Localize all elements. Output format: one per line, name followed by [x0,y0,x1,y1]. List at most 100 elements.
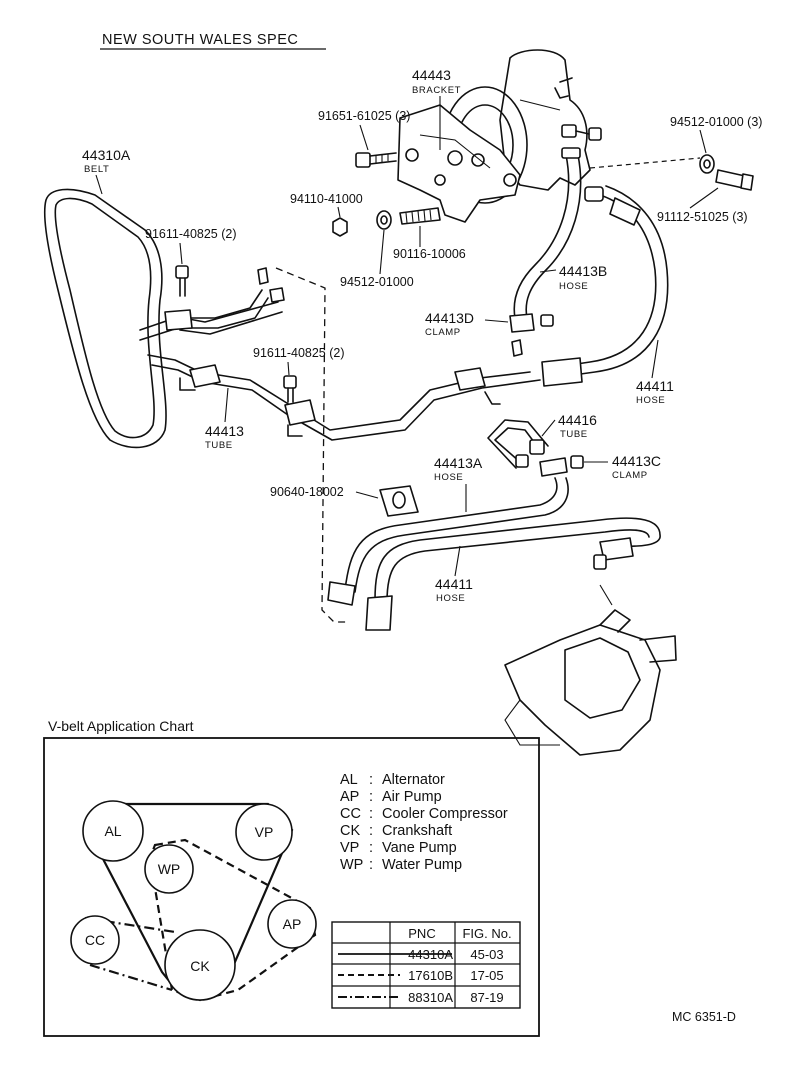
label-91112: 91112-51025 (3) [657,210,748,224]
pulley-cc-label: CC [85,932,105,948]
pulley-al: AL [82,800,144,862]
svg-text:CC: CC [340,806,361,822]
svg-text:Crankshaft: Crankshaft [382,823,452,839]
label-94512a: 94512-01000 (3) [670,115,762,129]
belt-44310A [43,188,167,449]
label-clamp-d: CLAMP [425,327,461,338]
label-hose-b: HOSE [559,281,588,292]
svg-text:Vane Pump: Vane Pump [382,840,457,856]
label-44413D: 44413D [425,310,474,326]
label-44413B: 44413B [559,263,607,279]
label-hose-411b: HOSE [436,593,465,604]
legend-row-vp: VP : Vane Pump [340,840,457,856]
svg-text:WP: WP [340,857,363,873]
page-title: NEW SOUTH WALES SPEC [102,32,298,48]
pulley-al-label: AL [104,823,121,839]
legend-row-ck: CK : Crankshaft [340,823,452,839]
label-91611b: 91611-40825 (2) [253,346,345,360]
vbelt-chart: V-belt Application Chart AL VP WP CC AP [43,718,540,1037]
pulley-ck: CK [164,929,236,1001]
svg-text:AL: AL [340,772,358,788]
svg-text:Alternator: Alternator [382,772,445,788]
vbelt-chart-frame [43,737,540,1037]
svg-text::: : [369,840,373,856]
label-90116: 90116-10006 [393,247,466,261]
label-94110: 94110-41000 [290,192,363,206]
svg-text:AP: AP [340,789,359,805]
hose-44411-upper [541,185,669,387]
legend-row-ap: AP : Air Pump [340,789,442,805]
label-90640: 90640-18002 [270,485,344,499]
hose-44411-lower [365,517,661,631]
fig-header: FIG. No. [462,926,511,941]
pulley-cc: CC [70,915,120,965]
header: NEW SOUTH WALES SPEC [100,32,326,50]
clamp-44413C [539,455,584,477]
label-44411b: 44411 [435,576,473,592]
bracket-44443 [397,104,521,223]
label-44413: 44413 [205,423,244,439]
fig-row-1: 45-03 [470,947,503,962]
pulley-ck-label: CK [190,958,210,974]
legend-row-wp: WP : Water Pump [340,857,462,873]
grommet-90640 [379,485,419,517]
pulley-vp: VP [235,803,293,861]
label-44411a: 44411 [636,378,674,394]
pulley-ap: AP [267,899,317,949]
fig-row-3: 87-19 [470,990,503,1005]
pnc-table: PNC FIG. No. 44310A 45-03 17610B 17-05 8… [331,921,521,1009]
svg-text::: : [369,806,373,822]
svg-text::: : [369,823,373,839]
part-labels: 44443 BRACKET 91651-61025 (3) 94512-0100… [82,67,762,604]
pump-fitting [561,124,602,141]
bolt-91651 [355,152,397,168]
pulley-wp: WP [144,844,194,894]
legend-row-cc: CC : Cooler Compressor [340,806,508,822]
label-bracket: BRACKET [412,85,461,96]
label-tube: TUBE [205,440,233,451]
pulley-legend: AL : Alternator AP : Air Pump CC : Coole… [340,772,508,873]
clamp-44413D [509,313,554,333]
svg-text:CK: CK [340,823,360,839]
svg-text:Cooler Compressor: Cooler Compressor [382,806,508,822]
tube-44413 [139,267,541,441]
label-hose-a: HOSE [434,472,463,483]
label-91651: 91651-61025 (3) [318,109,410,123]
svg-text::: : [369,772,373,788]
bolt-91112 [589,154,754,191]
hose-44413B [513,147,582,319]
label-94512b: 94512-01000 [340,275,414,289]
svg-text:Air Pump: Air Pump [382,789,442,805]
label-91611a: 91611-40825 (2) [145,227,237,241]
fig-row-2: 17-05 [470,968,503,983]
pulley-ap-label: AP [283,916,302,932]
label-belt: BELT [84,164,109,175]
label-44310A: 44310A [82,147,131,163]
svg-text::: : [369,789,373,805]
label-tube-416: TUBE [560,429,588,440]
vbelt-chart-title: V-belt Application Chart [48,718,194,734]
pulley-wp-label: WP [158,861,181,877]
steering-gear [504,584,677,756]
svg-text:Water Pump: Water Pump [382,857,462,873]
svg-text:VP: VP [340,840,359,856]
tube-44416 [487,419,549,469]
pulley-vp-label: VP [255,824,274,840]
pnc-row-1: 44310A [408,947,453,962]
pnc-row-2: 17610B [408,968,453,983]
bolt-91611 [175,265,297,403]
label-44416: 44416 [558,412,597,428]
label-44413C: 44413C [612,453,661,469]
pnc-row-3: 88310A [408,990,453,1005]
figure-code: MC 6351-D [672,1010,736,1024]
legend-row-al: AL : Alternator [340,772,445,788]
hose-44413A [327,477,569,606]
label-hose-411a: HOSE [636,395,665,406]
nut-94110 [332,207,441,237]
label-clamp-c: CLAMP [612,470,648,481]
pnc-header: PNC [408,926,435,941]
label-44443: 44443 [412,67,451,83]
svg-text::: : [369,857,373,873]
link-line [275,267,346,623]
